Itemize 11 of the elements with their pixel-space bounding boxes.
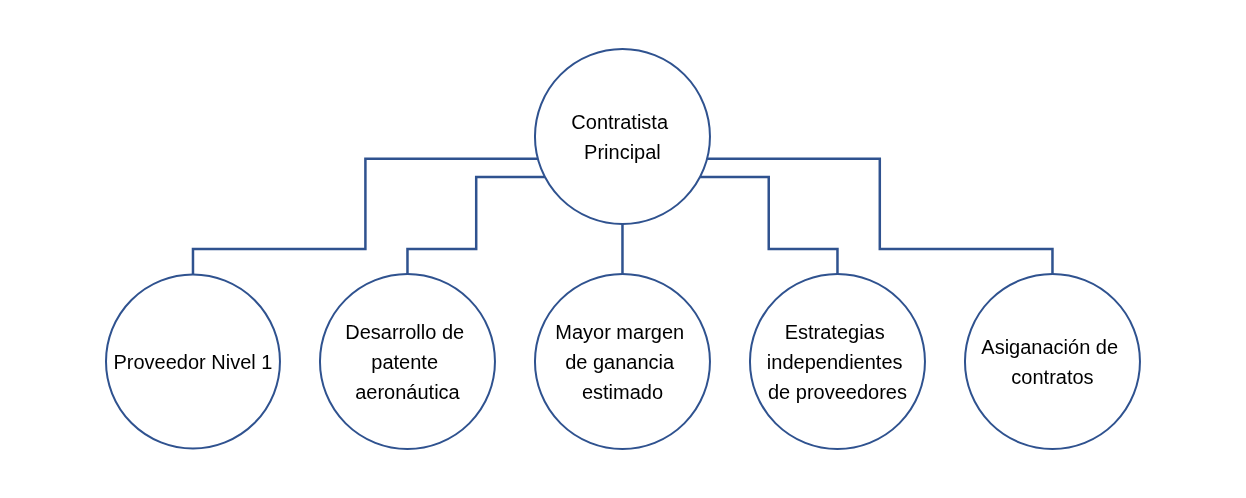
node-circle: Asiganación de contratos: [964, 273, 1141, 450]
node-circle: Contratista Principal: [534, 48, 711, 225]
connector: [621, 222, 624, 276]
connector: [191, 157, 538, 276]
node-circle: Estrategias independientes de proveedores: [749, 273, 926, 450]
connector: [406, 175, 545, 276]
node-circle: Mayor margen de ganancia estimado: [534, 273, 711, 450]
node-circle: Proveedor Nivel 1: [105, 273, 281, 450]
connector: [707, 157, 1054, 276]
connector: [700, 175, 839, 276]
node-circle: Desarrollo de patente aeronáutica: [319, 273, 496, 450]
